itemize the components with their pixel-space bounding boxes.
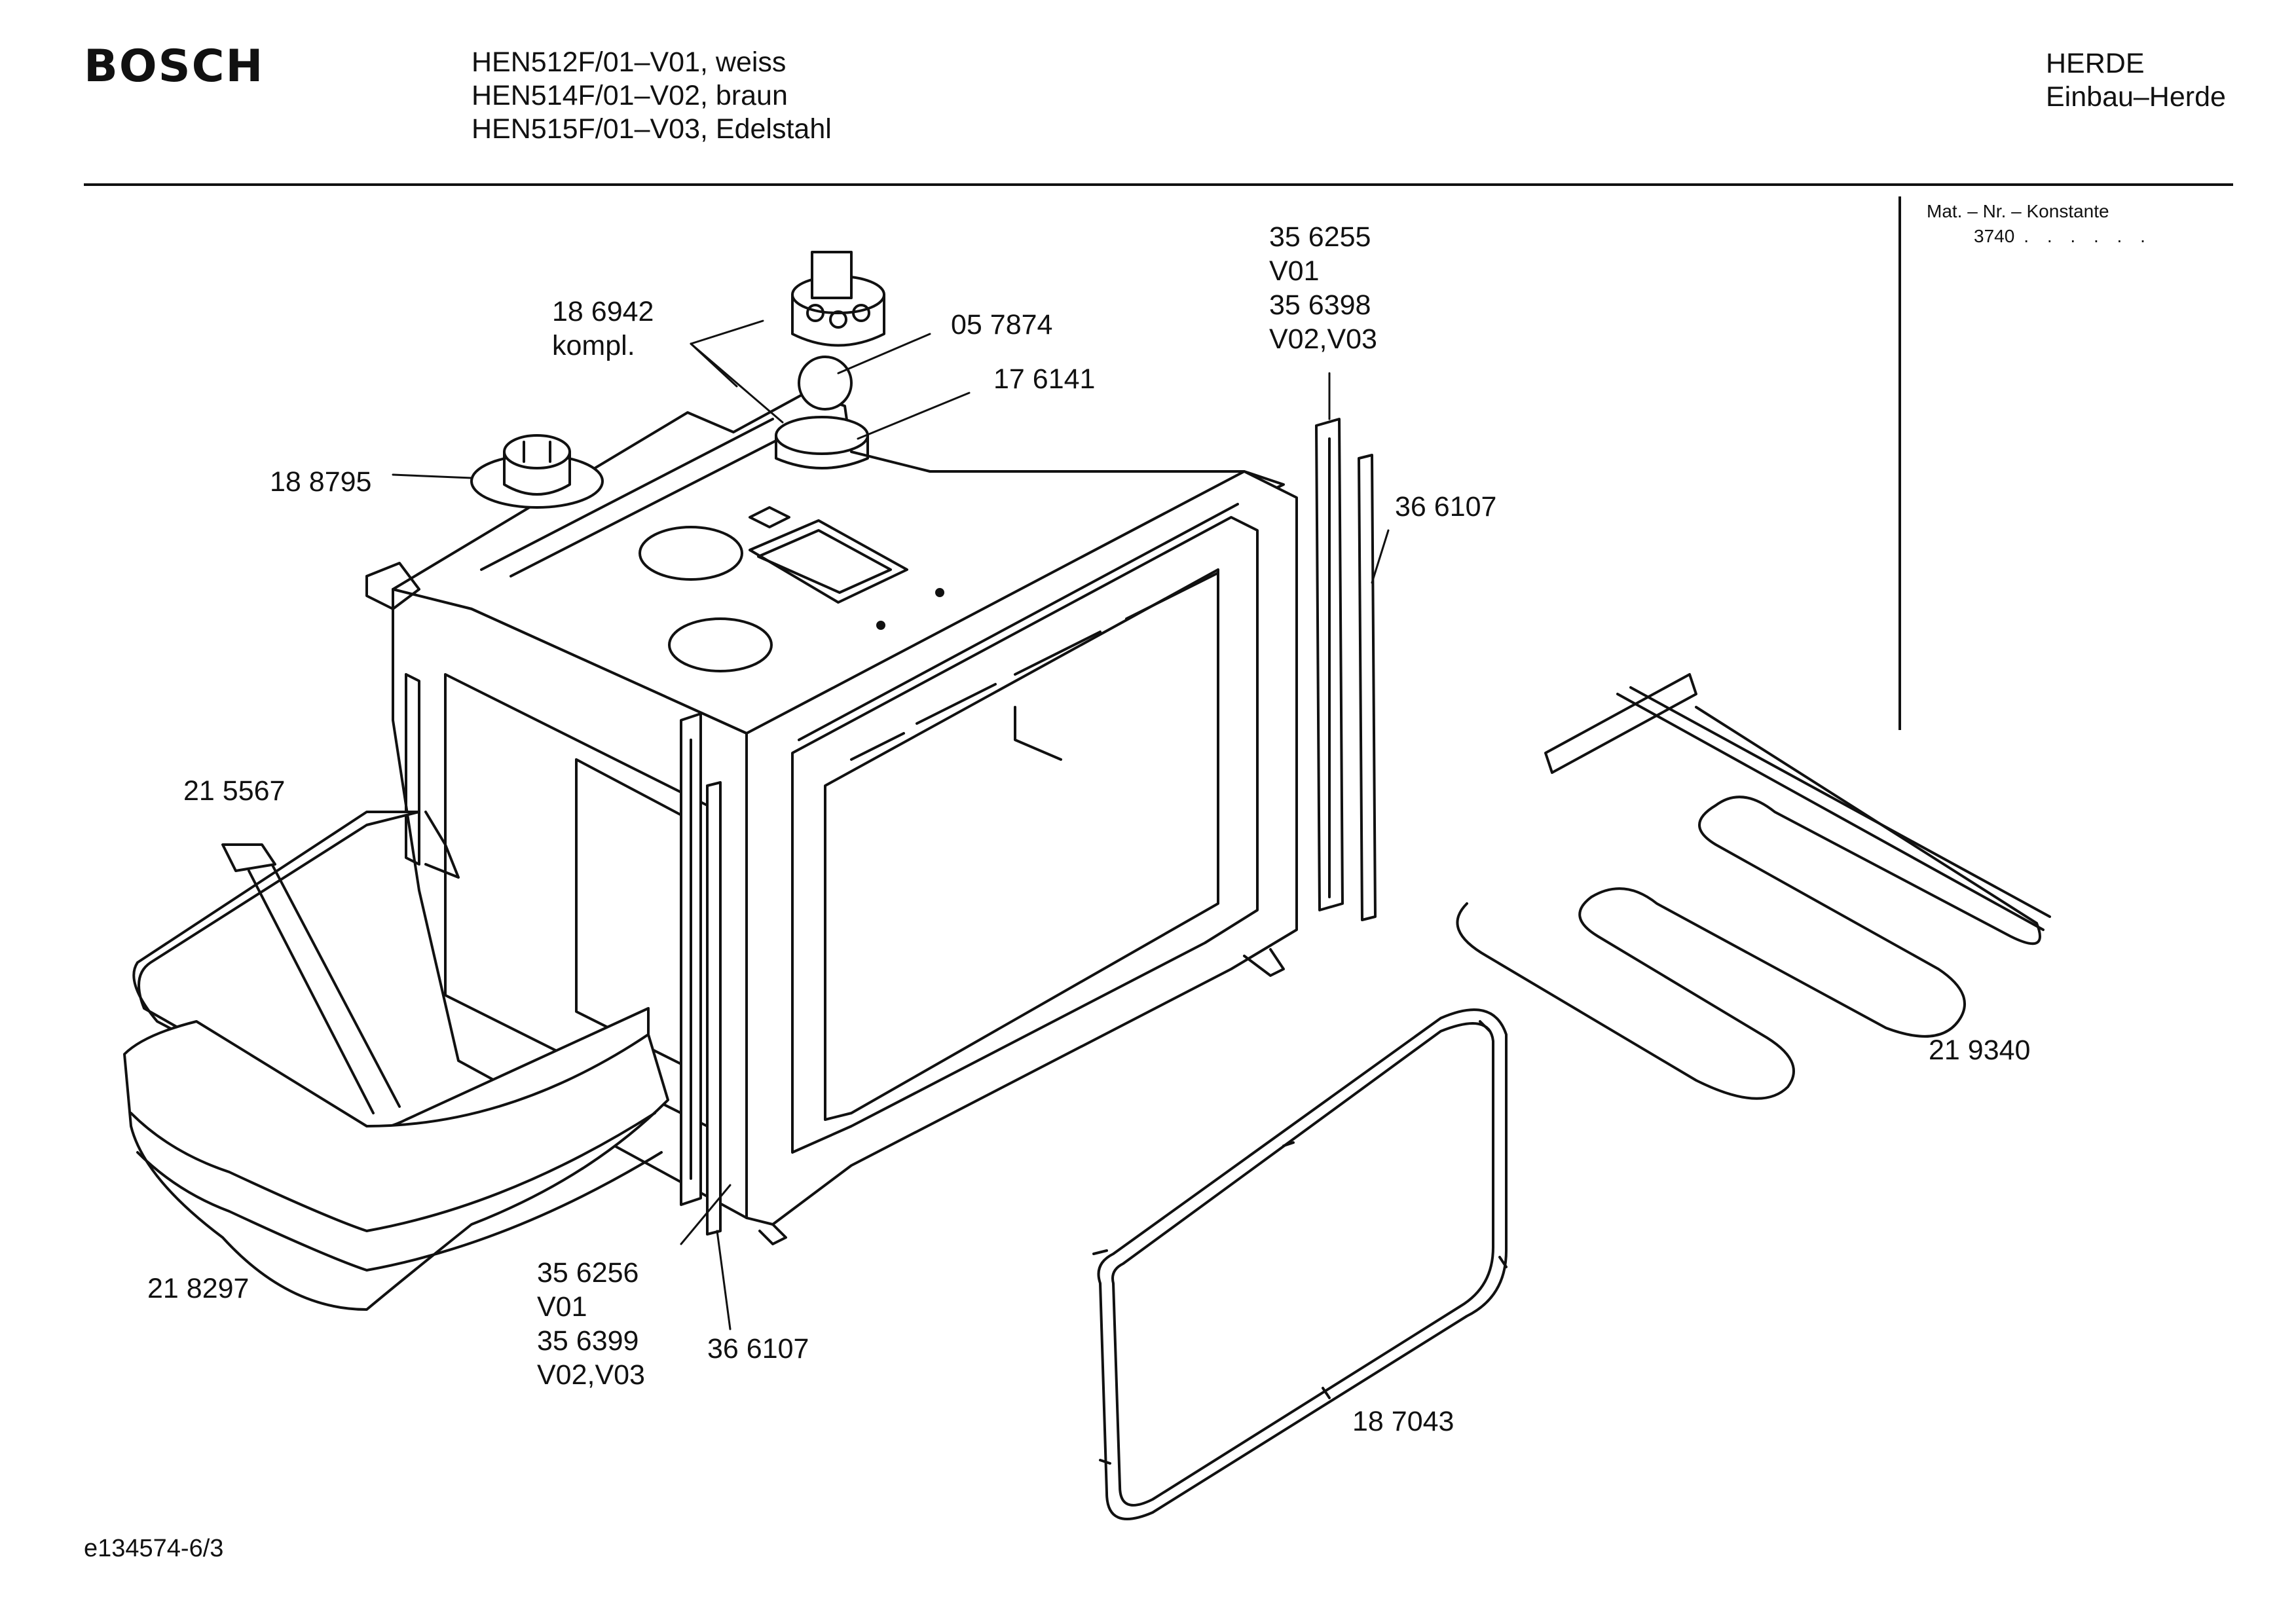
model-line-1: HEN512F/01–V01, weiss	[472, 46, 787, 78]
part-number: 05 7874	[951, 309, 1053, 340]
part-note: kompl.	[552, 330, 635, 361]
insulation-mat	[123, 1020, 669, 1311]
part-label-356256: 35 6256 V01 35 6399 V02,V03	[537, 1256, 645, 1392]
bottom-heating-element	[132, 811, 650, 1162]
part-number: 35 6399	[537, 1325, 639, 1357]
part-variant: V02,V03	[1269, 323, 1377, 355]
part-number: 18 7043	[1352, 1406, 1454, 1437]
part-number: 18 6942	[552, 296, 654, 327]
material-value: 3740	[1974, 226, 2015, 246]
material-number-box: Mat. – Nr. – Konstante 3740 . . . . . .	[1927, 199, 2152, 249]
category-block: HERDE Einbau–Herde	[2046, 47, 2226, 114]
header-divider	[84, 183, 2233, 186]
part-number: 21 8297	[147, 1273, 250, 1304]
part-variant: V02,V03	[537, 1359, 645, 1391]
vent-nozzle	[470, 434, 604, 509]
part-number: 17 6141	[993, 363, 1096, 395]
part-variant: V01	[537, 1291, 587, 1323]
thermostat-assembly	[775, 251, 885, 469]
model-list: HEN512F/01–V01, weiss HEN514F/01–V02, br…	[472, 46, 832, 146]
material-dots: . . . . . .	[2024, 226, 2152, 246]
top-heating-element	[1456, 673, 2051, 1100]
material-value-line: 3740 . . . . . .	[1927, 224, 2152, 249]
part-label-186942: 18 6942 kompl.	[552, 295, 654, 363]
part-label-187043: 18 7043	[1352, 1404, 1454, 1438]
door-gasket	[1092, 1008, 1508, 1520]
model-line-3: HEN515F/01–V03, Edelstahl	[472, 113, 832, 145]
part-number: 35 6398	[1269, 289, 1371, 321]
part-label-366107-right: 36 6107	[1395, 490, 1496, 524]
oven-front-frame	[745, 470, 1298, 1245]
drawing-code: e134574-6/3	[84, 1535, 224, 1562]
part-number: 21 9340	[1929, 1035, 2031, 1066]
material-label: Mat. – Nr. – Konstante	[1927, 201, 2109, 221]
part-label-215567: 21 5567	[183, 774, 285, 808]
part-number: 36 6107	[707, 1333, 809, 1365]
part-label-356255: 35 6255 V01 35 6398 V02,V03	[1269, 220, 1377, 356]
part-variant: V01	[1269, 255, 1320, 287]
model-line-2: HEN514F/01–V02, braun	[472, 80, 788, 111]
brand-logo: BOSCH	[84, 41, 265, 92]
part-label-176141: 17 6141	[993, 362, 1095, 396]
part-label-219340: 21 9340	[1929, 1033, 2030, 1067]
part-label-188795: 18 8795	[270, 465, 371, 499]
part-number: 18 8795	[270, 466, 372, 498]
part-label-218297: 21 8297	[147, 1272, 249, 1306]
front-trim-strip	[680, 712, 722, 1236]
part-number: 35 6255	[1269, 221, 1371, 253]
part-number: 35 6256	[537, 1257, 639, 1289]
part-number: 36 6107	[1395, 491, 1497, 522]
right-trim-strip	[1315, 418, 1377, 921]
category-title: HERDE	[2046, 48, 2145, 79]
leader-lines	[392, 320, 1390, 1330]
side-divider	[1898, 196, 1901, 730]
part-number: 21 5567	[183, 775, 286, 807]
part-label-057874: 05 7874	[951, 308, 1052, 342]
part-label-366107-left: 36 6107	[707, 1332, 809, 1366]
category-subtitle: Einbau–Herde	[2046, 81, 2226, 113]
